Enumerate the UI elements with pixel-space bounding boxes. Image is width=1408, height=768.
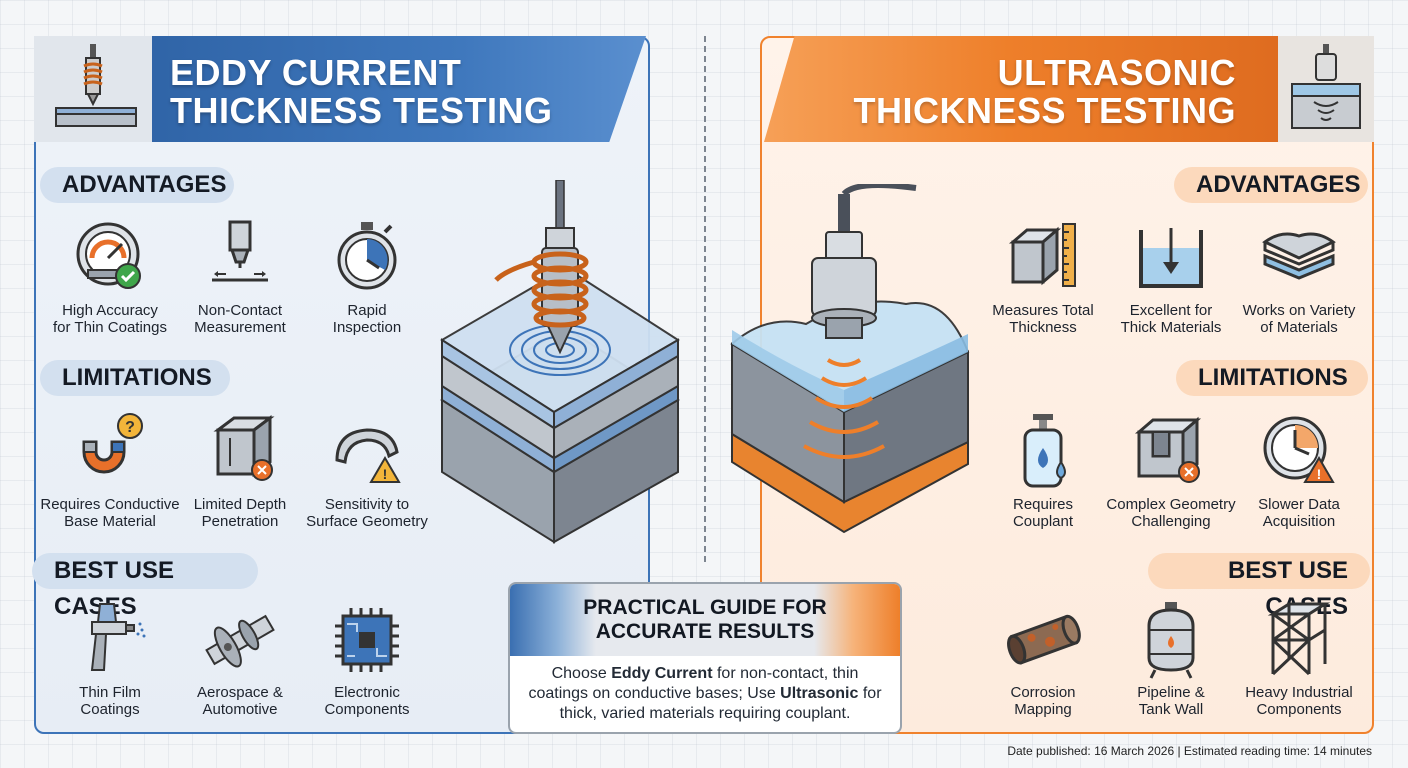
svg-text:!: ! <box>1317 466 1322 482</box>
ultrasonic-advantages-heading: ADVANTAGES <box>1174 167 1368 203</box>
ultrasonic-limitation-item: Complex Geometry Challenging <box>1096 412 1246 530</box>
eddy-limitation-label: Requires Conductive Base Material <box>40 496 180 530</box>
magnet-question-icon: ? <box>82 413 143 474</box>
eddy-advantage-item: Rapid Inspection <box>292 218 442 336</box>
steel-frame-icon <box>1267 602 1331 676</box>
eddy-use-case-label: Electronic Components <box>324 684 410 718</box>
eddy-use-case-label: Aerospace & Automotive <box>197 684 283 718</box>
ultrasonic-advantage-label: Works on Variety of Materials <box>1242 302 1356 336</box>
eddy-current-probe-illustration <box>440 180 680 544</box>
ultrasonic-advantage-label: Measures Total Thickness <box>992 302 1094 336</box>
cube-depth-icon <box>213 415 275 481</box>
eddy-title: EDDY CURRENT THICKNESS TESTING <box>170 52 553 131</box>
eddy-advantage-item: Non-Contact Measurement <box>165 218 315 336</box>
clock-warning-icon: ! <box>1263 416 1335 483</box>
ultrasonic-title: ULTRASONIC THICKNESS TESTING <box>853 52 1236 131</box>
corroded-pipe-icon <box>1007 614 1081 665</box>
eddy-use-case-label: Thin Film Coatings <box>79 684 141 718</box>
eddy-use-cases-heading: BEST USE CASES <box>32 553 258 620</box>
ultrasonic-probe-illustration <box>730 184 970 534</box>
eddy-advantage-item: High Accuracy for Thin Coatings <box>35 218 185 336</box>
stopwatch-icon <box>337 222 397 290</box>
layers-icon <box>1262 232 1336 280</box>
microchip-icon <box>335 608 399 672</box>
gel-bottle-icon <box>1023 414 1066 488</box>
ultrasonic-limitation-item: ! Slower Data Acquisition <box>1224 412 1374 530</box>
ultrasonic-advantage-item: Measures Total Thickness <box>968 218 1118 336</box>
eddy-use-case-item: Thin Film Coatings <box>35 600 185 718</box>
eddy-use-case-item: Aerospace & Automotive <box>165 600 315 718</box>
ultrasonic-limitation-label: Slower Data Acquisition <box>1258 496 1340 530</box>
ultrasonic-limitation-label: Requires Couplant <box>1012 496 1074 530</box>
eddy-use-case-item: Electronic Components <box>292 600 442 718</box>
ultrasonic-limitation-item: Requires Couplant <box>968 412 1118 530</box>
eddy-advantage-label: High Accuracy for Thin Coatings <box>53 302 167 336</box>
eddy-probe-banner-icon <box>34 36 152 142</box>
guide-eddy-emphasis: Eddy Current <box>611 665 713 682</box>
curved-surface-warning-icon: ! <box>335 428 401 483</box>
guide-ultrasonic-emphasis: Ultrasonic <box>780 685 859 702</box>
eddy-limitation-label: Limited Depth Penetration <box>193 496 287 530</box>
ultrasonic-title-banner <box>764 36 1374 142</box>
publication-info: Date published: 16 March 2026 | Estimate… <box>1007 744 1372 758</box>
spray-gun-icon <box>90 603 146 671</box>
ultrasonic-limitation-label: Complex Geometry Challenging <box>1106 496 1236 530</box>
turbine-shaft-icon <box>205 614 275 668</box>
ultrasonic-advantage-item: Excellent for Thick Materials <box>1096 218 1246 336</box>
ultrasonic-advantage-item: Works on Variety of Materials <box>1224 218 1374 336</box>
ultrasonic-use-cases-heading: BEST USE CASES <box>1148 553 1370 620</box>
eddy-advantages-heading: ADVANTAGES <box>40 167 234 203</box>
eddy-advantage-label: Rapid Inspection <box>332 302 402 336</box>
ultrasonic-use-case-label: Corrosion Mapping <box>1010 684 1076 718</box>
eddy-limitations-heading: LIMITATIONS <box>40 360 230 396</box>
probe-icon <box>212 220 268 282</box>
container-arrow-icon <box>1139 228 1203 288</box>
guide-title: PRACTICAL GUIDE FOR ACCURATE RESULTS <box>583 596 827 643</box>
practical-guide-box: PRACTICAL GUIDE FOR ACCURATE RESULTS Cho… <box>508 582 902 734</box>
complex-block-icon <box>1134 416 1202 483</box>
ultrasonic-advantage-label: Excellent for Thick Materials <box>1120 302 1222 336</box>
eddy-limitation-item: ! Sensitivity to Surface Geometry <box>292 412 442 530</box>
cube-ruler-icon <box>1008 223 1076 287</box>
svg-text:?: ? <box>125 419 135 436</box>
eddy-limitation-label: Sensitivity to Surface Geometry <box>306 496 428 530</box>
eddy-advantage-label: Non-Contact Measurement <box>194 302 286 336</box>
ultrasonic-use-case-item: Pipeline & Tank Wall <box>1096 600 1246 718</box>
eddy-title-banner <box>34 36 646 142</box>
ultrasonic-limitations-heading: LIMITATIONS <box>1176 360 1368 396</box>
eddy-limitation-item: Limited Depth Penetration <box>165 412 315 530</box>
ultrasonic-use-case-label: Pipeline & Tank Wall <box>1137 684 1205 718</box>
ultrasonic-use-case-item: Heavy Industrial Components <box>1224 600 1374 718</box>
guide-header <box>510 584 900 656</box>
gauge-check-icon <box>76 222 141 289</box>
ultrasonic-probe-banner-icon <box>1278 36 1374 142</box>
center-divider <box>704 36 706 562</box>
svg-text:!: ! <box>383 466 388 482</box>
guide-text: Choose Eddy Current for non-contact, thi… <box>528 665 882 722</box>
eddy-limitation-item: ? Requires Conductive Base Material <box>35 412 185 530</box>
ultrasonic-use-case-label: Heavy Industrial Components <box>1245 684 1353 718</box>
ultrasonic-use-case-item: Corrosion Mapping <box>968 600 1118 718</box>
tank-icon <box>1147 602 1195 679</box>
